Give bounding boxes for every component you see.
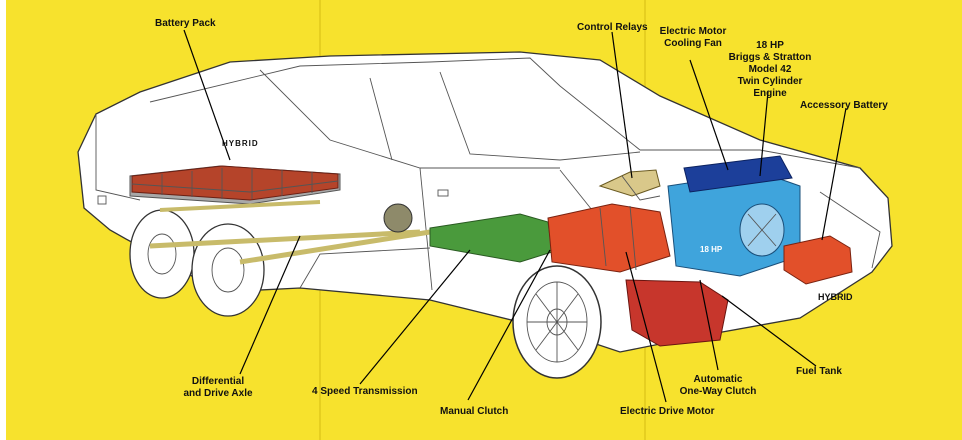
differential-housing xyxy=(383,203,413,233)
label-fuel-tank: Fuel Tank xyxy=(796,366,842,377)
label-cooling-fan-line2: Cooling Fan xyxy=(664,38,722,49)
tail-light xyxy=(97,195,107,205)
label-engine-line5: Engine xyxy=(753,88,787,99)
engine: 18 HP xyxy=(667,171,801,277)
label-control-relays: Control Relays xyxy=(577,22,648,33)
car-body xyxy=(77,51,893,353)
drive-axle xyxy=(149,200,431,265)
rear-wheel-right xyxy=(191,223,265,317)
label-differential-line2: and Drive Axle xyxy=(183,388,253,399)
label-cooling-fan-line1: Electric Motor xyxy=(660,26,727,37)
rear-wheel-left xyxy=(129,209,195,299)
label-differential-line1: Differential xyxy=(192,376,244,387)
labels: Battery Pack Control Relays Electric Mot… xyxy=(155,18,888,417)
label-one-way-clutch-line1: Automatic xyxy=(694,374,743,385)
label-manual-clutch: Manual Clutch xyxy=(440,406,508,417)
engine-badge: 18 HP xyxy=(700,245,723,254)
bumper-badge: HYBRID xyxy=(818,292,853,302)
control-relays xyxy=(598,169,661,201)
leader-lines xyxy=(183,29,847,403)
label-transmission: 4 Speed Transmission xyxy=(312,386,418,397)
page-edge xyxy=(0,0,6,440)
label-electric-drive-motor: Electric Drive Motor xyxy=(620,406,715,417)
label-engine-line2: Briggs & Stratton xyxy=(729,52,812,63)
label-engine-line1: 18 HP xyxy=(756,40,784,51)
cooling-fan xyxy=(683,155,793,193)
label-battery-pack: Battery Pack xyxy=(155,18,216,29)
electric-drive-motor xyxy=(547,203,671,273)
accessory-battery xyxy=(783,235,853,285)
label-engine-line4: Twin Cylinder xyxy=(738,76,803,87)
label-one-way-clutch-line2: One-Way Clutch xyxy=(680,386,757,397)
front-wheel xyxy=(512,265,602,379)
door-handle xyxy=(437,189,449,197)
label-engine-line3: Model 42 xyxy=(749,64,792,75)
body-badge: HYBRID xyxy=(222,139,259,148)
label-accessory-battery: Accessory Battery xyxy=(800,100,888,111)
